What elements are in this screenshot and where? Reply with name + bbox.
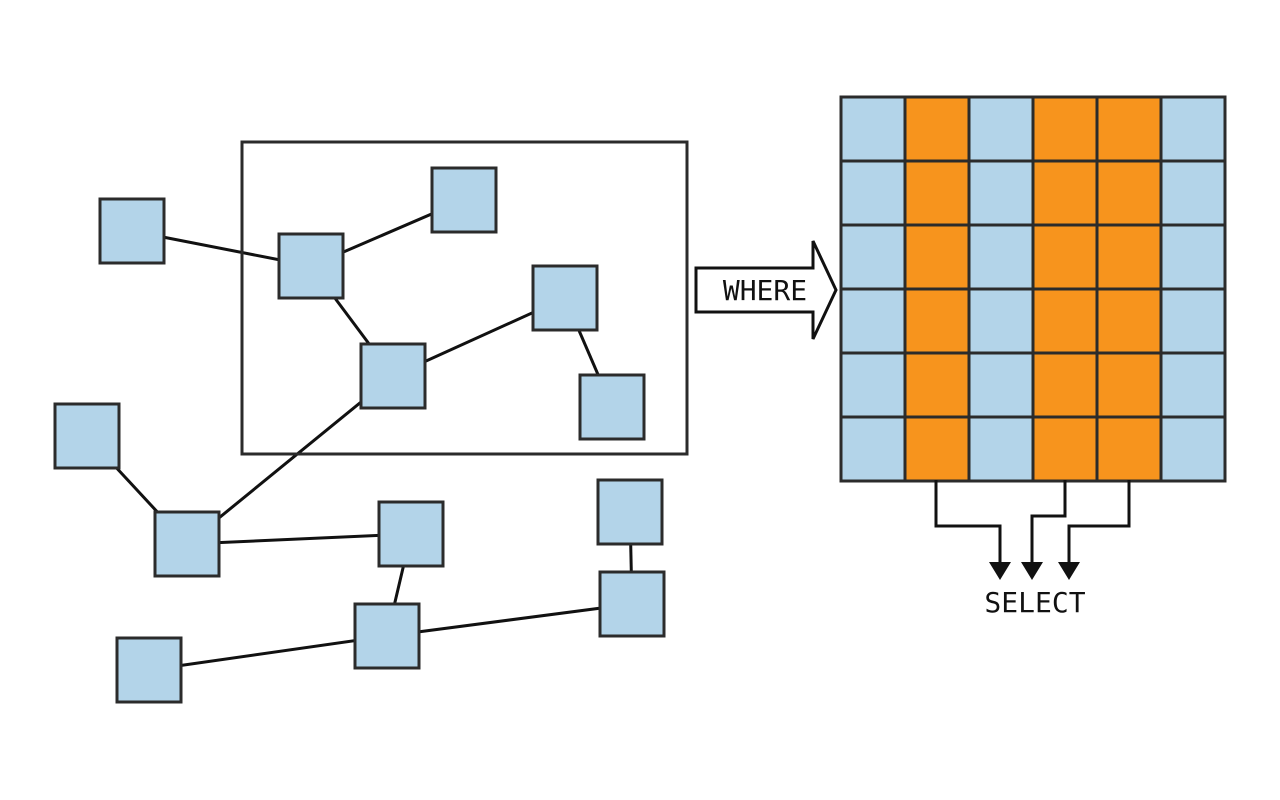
grid-cell [1159, 159, 1227, 227]
grid-cell [839, 351, 907, 419]
grid-cell [1159, 223, 1227, 291]
grid-cell [1159, 415, 1227, 483]
grid-cell-selected [903, 351, 971, 419]
grid-cell [967, 159, 1035, 227]
select-connectors [934, 480, 1131, 580]
graph-node [359, 342, 427, 410]
grid-cell [1159, 351, 1227, 419]
grid-cell [839, 287, 907, 355]
grid-cell-selected [903, 95, 971, 163]
select-label: SELECT [984, 586, 1085, 619]
graph-node [578, 373, 646, 441]
grid-cell-selected [1095, 223, 1163, 291]
grid-cell [839, 415, 907, 483]
select-connector [1030, 480, 1067, 566]
grid-cell-selected [1031, 223, 1099, 291]
select-arrowhead [1058, 562, 1080, 580]
grid-cell [1159, 287, 1227, 355]
grid-cell [967, 287, 1035, 355]
graph-node [53, 402, 121, 470]
grid-cell-selected [1095, 159, 1163, 227]
graph-node [277, 232, 345, 300]
graph-node [596, 478, 664, 546]
select-arrowhead [1021, 562, 1043, 580]
grid-cell-selected [1095, 95, 1163, 163]
grid-cell-selected [1031, 287, 1099, 355]
grid-cell-selected [1095, 351, 1163, 419]
grid-cell-selected [1095, 287, 1163, 355]
grid-cell [967, 223, 1035, 291]
graph-edge [186, 374, 394, 546]
grid-cell [1159, 95, 1227, 163]
graph-node [153, 510, 221, 578]
grid-cell-selected [1031, 415, 1099, 483]
graph-edge [386, 602, 633, 638]
graph-node [98, 197, 166, 265]
select-arrowhead [989, 562, 1011, 580]
grid-cell-selected [1095, 415, 1163, 483]
where-arrow-shape [694, 240, 838, 340]
grid-cell [967, 95, 1035, 163]
subgraph-selection-frame [240, 140, 689, 456]
graph-node [377, 500, 445, 568]
grid-cell [967, 415, 1035, 483]
grid-cell-selected [903, 223, 971, 291]
grid-cell-selected [1031, 159, 1099, 227]
grid-cell [967, 351, 1035, 419]
grid-cell-selected [1031, 95, 1099, 163]
result-grid [839, 95, 1227, 483]
grid-cell [839, 159, 907, 227]
where-label: WHERE [723, 274, 807, 307]
grid-cell-selected [903, 415, 971, 483]
graph-node [115, 636, 183, 704]
select-connector [934, 480, 1002, 566]
grid-cell [839, 223, 907, 291]
grid-cell-selected [1031, 351, 1099, 419]
grid-cell [839, 95, 907, 163]
graph-node [430, 166, 498, 234]
graph-edge [148, 634, 388, 672]
graph-node [353, 602, 421, 670]
graph-nodes [53, 166, 666, 704]
graph-node [598, 570, 666, 638]
graph-node [531, 264, 599, 332]
grid-cell-selected [903, 159, 971, 227]
select-connector [1067, 480, 1131, 566]
graph-edge [186, 532, 412, 546]
where-arrow: WHERE [694, 240, 838, 340]
grid-cell-selected [903, 287, 971, 355]
